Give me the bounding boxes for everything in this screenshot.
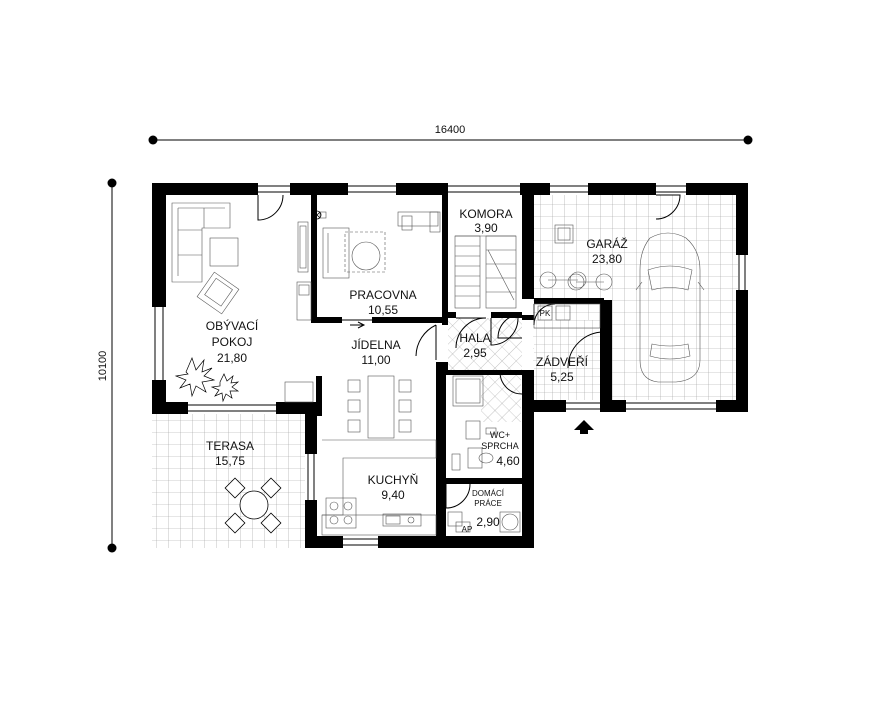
hall-area: 2,95	[463, 346, 487, 360]
garage-label: GARÁŽ	[586, 236, 627, 251]
plant-icon	[174, 357, 216, 398]
utility-label-line2: PRÁCE	[474, 499, 502, 508]
storage-label: KOMORA	[459, 207, 512, 221]
living-room-label-line2: POKOJ	[212, 335, 253, 349]
study-furniture	[312, 210, 441, 279]
hall-tiles	[448, 318, 522, 370]
garage-furniture	[539, 224, 705, 383]
terrace-tiles	[152, 414, 305, 548]
living-room-furniture	[171, 202, 314, 403]
wc-label-line2: SPRCHA	[481, 441, 519, 451]
living-room-label-line1: OBÝVACÍ	[206, 318, 259, 333]
staircase	[454, 235, 517, 309]
study-area: 10,55	[368, 303, 398, 317]
wc-area: 4,60	[496, 454, 520, 468]
study-label: PRACOVNA	[349, 288, 416, 302]
kitchen-label: KUCHYŇ	[368, 472, 419, 487]
entry-label: ZÁDVEŘÍ	[536, 354, 589, 369]
storage-area: 3,90	[474, 221, 498, 235]
terrace-area: 15,75	[215, 454, 245, 468]
terrace-label: TERASA	[206, 439, 254, 453]
living-room-area: 21,80	[217, 351, 247, 365]
floor-tiles	[152, 195, 738, 548]
ap-label: AP	[462, 525, 473, 534]
kitchen-area: 9,40	[381, 488, 405, 502]
light-fixture-icon	[312, 210, 322, 220]
dining-label: JÍDELNA	[351, 337, 400, 352]
dimension-width: 16400	[148, 124, 753, 145]
plant-icon	[210, 373, 240, 403]
walls	[152, 183, 748, 548]
dining-furniture	[321, 375, 437, 536]
dimension-height-label: 10100	[97, 351, 109, 382]
entry-area: 5,25	[550, 370, 574, 384]
utility-label-line1: DOMÁCÍ	[472, 489, 505, 498]
dimension-height: 10100	[97, 178, 117, 553]
hall-label: HALA	[459, 331, 490, 345]
dining-area: 11,00	[361, 353, 390, 367]
utility-area: 2,90	[476, 515, 500, 529]
windows	[154, 185, 746, 546]
dimension-width-label: 16400	[435, 124, 466, 136]
gas-boiler-label: PK	[540, 309, 551, 318]
entrance-arrow-icon	[574, 420, 594, 434]
terrace-furniture	[224, 477, 282, 534]
room-labels: OBÝVACÍ POKOJ 21,80 PRACOVNA 10,55 KOMOR…	[206, 207, 628, 529]
bathroom-furniture: PK AP	[447, 303, 601, 534]
garage-area: 23,80	[592, 252, 622, 266]
wc-label-line1: WC+	[490, 430, 510, 440]
